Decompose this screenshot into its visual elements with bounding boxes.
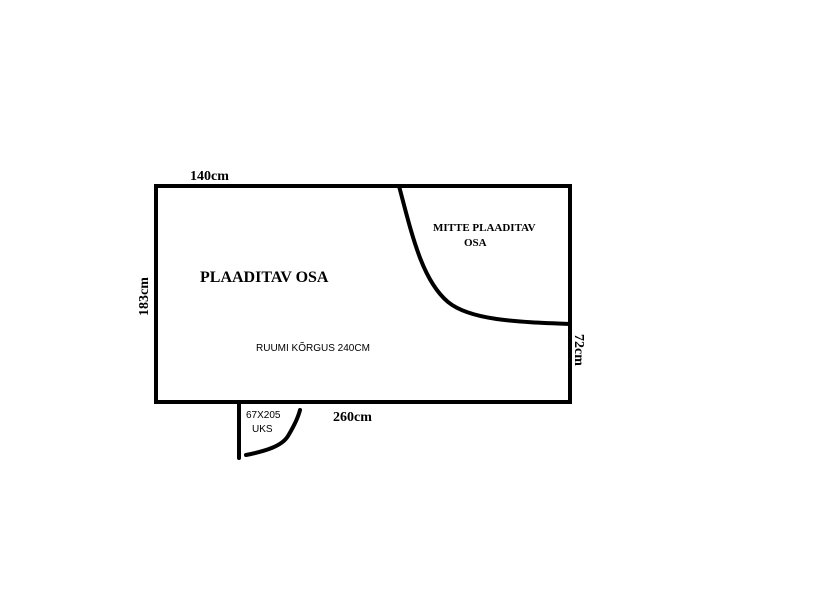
top-dimension-label: 140cm [190,169,229,184]
left-dimension-label: 183cm [137,277,152,316]
door-label: UKS [252,424,273,435]
room-height-label: RUUMI KÕRGUS 240CM [256,341,370,354]
untiled-area-label-line2: OSA [464,237,487,249]
bottom-dimension-label: 260cm [333,410,372,425]
tiled-area-label: PLAADITAV OSA [200,269,329,286]
right-dimension-label: 72cm [571,334,586,366]
door-size-label: 67X205 [246,410,281,421]
room-outline [154,184,572,404]
untiled-area-label-line1: MITTE PLAADITAV [433,222,536,234]
untiled-area-boundary [397,184,572,326]
door-swing-arc [244,408,302,457]
